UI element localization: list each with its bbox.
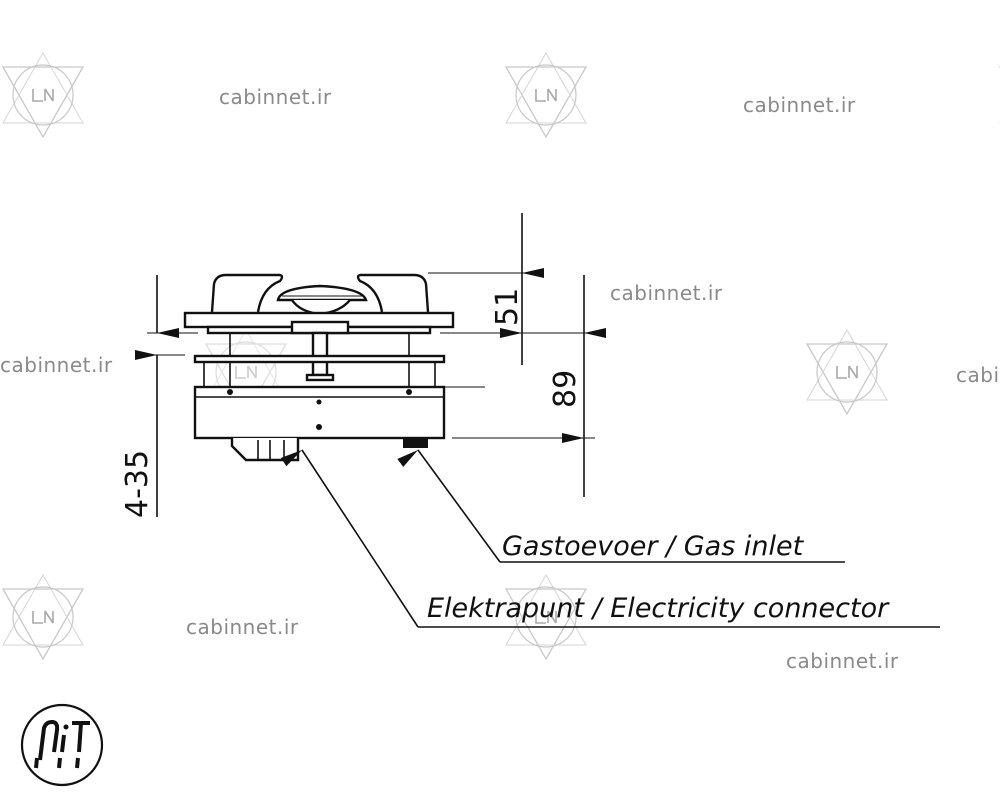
watermark-text: cabinnet.ir [786, 649, 899, 673]
watermark-texts: cabinnet.ir cabinnet.ir cabinnet.ir cabi… [0, 85, 1000, 673]
pit-logo [20, 703, 104, 787]
electricity-connector-label: Elektrapunt / Electricity connector [427, 593, 890, 624]
dimension-4-35: 4-35 [120, 450, 155, 518]
dimension-89: 89 [548, 370, 583, 408]
watermark-text: cabinnet.ir [186, 615, 299, 639]
dimension-51: 51 [490, 288, 525, 326]
leader-lines [280, 449, 940, 628]
hob-drawing [183, 273, 455, 462]
dimension-lines [135, 213, 606, 517]
gas-inlet-label: Gastoevoer / Gas inlet [502, 531, 805, 562]
watermark-logos [2, 52, 1000, 660]
watermark-text: cabinnet.ir [610, 281, 723, 305]
watermark-text: cabinnet.ir [956, 363, 1000, 387]
watermark-text: cabinnet.ir [0, 353, 113, 377]
watermark-text: cabinnet.ir [219, 85, 332, 109]
watermark-text: cabinnet.ir [743, 93, 856, 117]
